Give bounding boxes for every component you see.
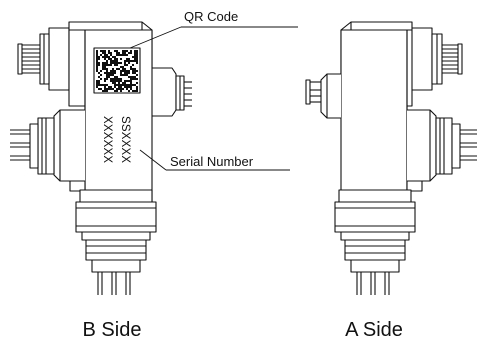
- a-bottom-connector: [334, 189, 416, 295]
- qr-code-label: QR Code: [184, 9, 238, 24]
- serial-line-2: XXXXXX: [101, 116, 113, 163]
- a-right-mid-connector: [406, 109, 477, 192]
- b-top-left-connector: [17, 27, 70, 91]
- b-left-mid-connector: [10, 109, 86, 192]
- b-side-label: B Side: [83, 319, 142, 341]
- serial-number-text: SSXXXX XXXXXX: [101, 116, 131, 163]
- qr-code-graphic: [93, 47, 141, 94]
- b-bottom-connector: [75, 189, 157, 295]
- a-side-part: [305, 21, 477, 295]
- a-side-label: A Side: [345, 319, 403, 341]
- b-side-part: SSXXXX XXXXXX: [10, 21, 192, 295]
- a-top-right-connector: [412, 27, 463, 91]
- serial-number-label: Serial Number: [170, 154, 254, 169]
- callout-leaders: [129, 26, 298, 171]
- a-left-connector: [305, 73, 341, 119]
- serial-line-1: SSXXXX: [119, 116, 131, 163]
- b-right-connector: [152, 67, 192, 117]
